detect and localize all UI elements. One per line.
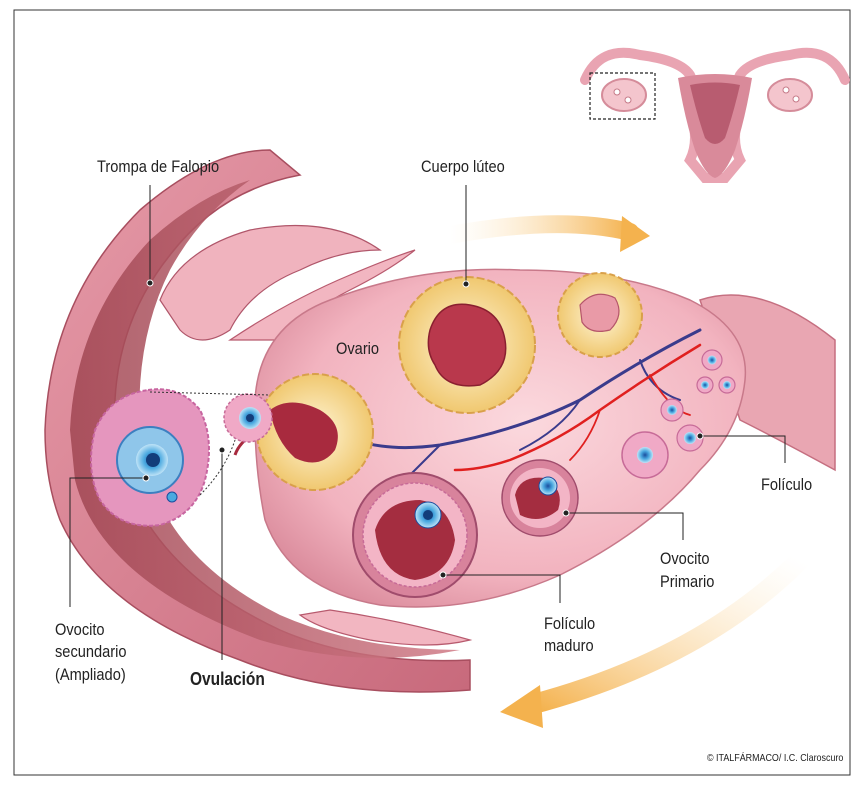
tube-lumen [70,180,460,658]
label-ovocito-primario-1: Ovocito [660,549,710,568]
label-foliculo-maduro-1: Folículo [544,614,596,633]
magnify-line-bottom [199,439,236,496]
mature-follicle [352,472,478,598]
cycle-arrow-top [441,215,639,244]
label-ovocito-primario-2: Primario [660,572,715,591]
magnify-line-top [149,391,271,396]
label-foliculo-maduro-2: maduro [544,636,594,655]
label-ovocito-secundario-1: Ovocito [55,620,105,639]
fimbriae-bottom [298,609,473,646]
corpus-albicans [557,272,643,358]
cycle-arrowhead-bottom [500,685,543,728]
label-cuerpo-luteo: Cuerpo lúteo [421,157,505,176]
growing-follicle [501,459,579,537]
secondary-oocyte-enlarged [90,388,210,527]
label-trompa-de-falopio: Trompa de Falopio [97,157,220,176]
label-ovulacion: Ovulación [190,669,265,689]
tube-fold [159,224,382,341]
label-ovocito-secundario-2: secundario [55,642,127,661]
cycle-arrowhead-top [620,216,650,252]
cycle-arrow-bottom [520,550,810,715]
zoom-indicator-box [589,72,656,120]
small-follicles [621,349,736,479]
ovulating-follicle [233,373,374,491]
uterus-thumbnail [580,47,850,183]
leader-dots [142,279,704,579]
blood-vessels [353,328,702,481]
label-foliculo: Folículo [761,475,813,494]
corpus-luteum [398,276,536,414]
leader-lines [69,185,786,660]
released-oocyte [223,393,273,443]
label-ovario: Ovario [336,339,380,358]
copyright-credit: © ITALFÁRMACO/ I.C. Claroscuro [707,752,844,764]
label-ovocito-secundario-3: (Ampliado) [55,665,126,684]
